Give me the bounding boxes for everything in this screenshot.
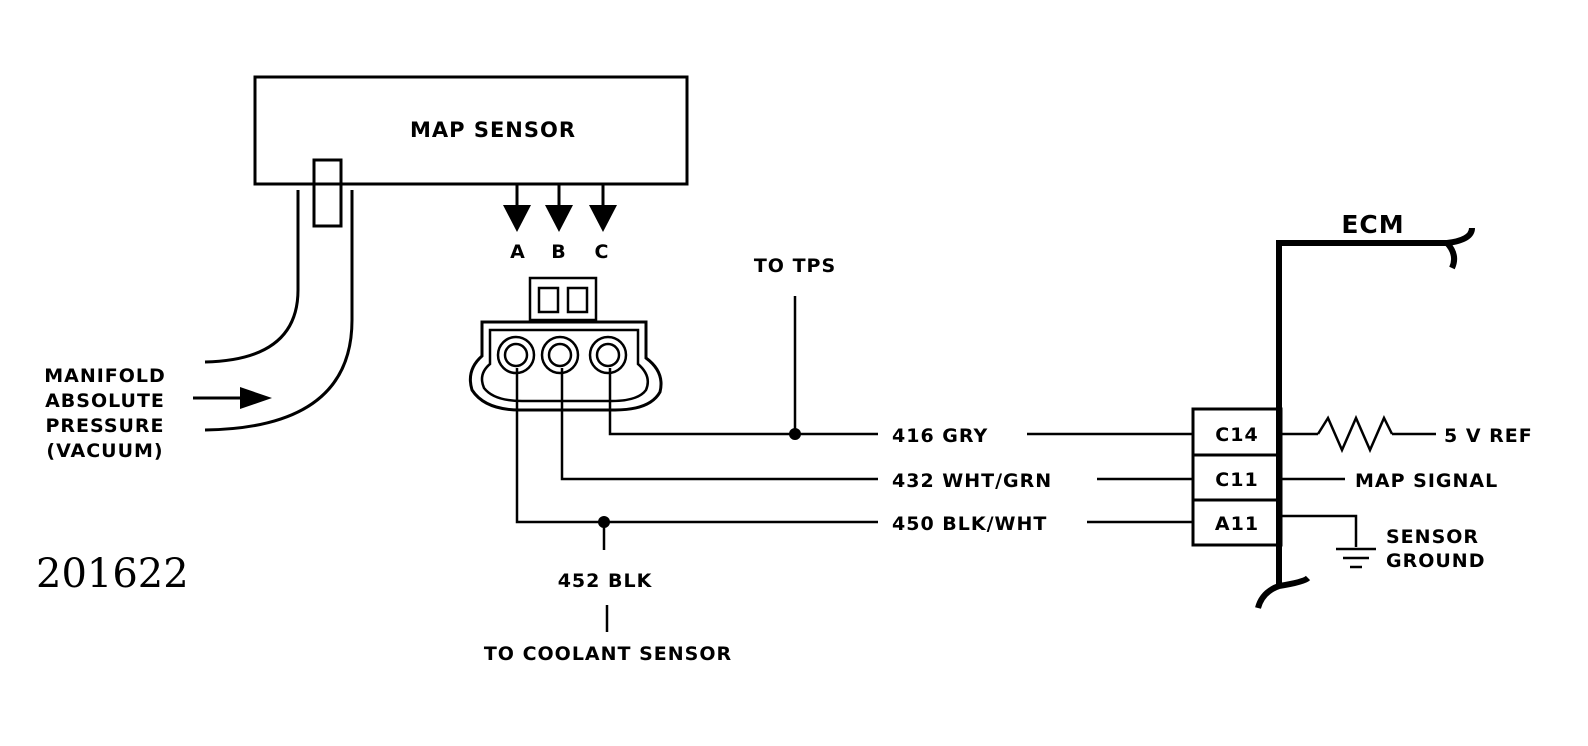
ground-wire-label: 452 BLK: [558, 570, 653, 592]
vacuum-port: [312, 158, 343, 228]
pin-arrow-c-icon: [589, 184, 617, 232]
pin-arrow-b-icon: [545, 184, 573, 232]
pin-arrow-a-icon: [503, 184, 531, 232]
tps-label: TO TPS: [754, 255, 836, 277]
vacuum-hose-outer: [204, 190, 354, 432]
ecm-title: ECM: [1341, 210, 1404, 239]
figure-number: 201622: [36, 551, 189, 597]
function-map-signal: MAP SIGNAL: [1355, 470, 1498, 492]
terminal-a11: A11: [1215, 513, 1259, 535]
inlet-label-3: PRESSURE: [45, 415, 164, 437]
wire-label-416: 416 GRY: [892, 425, 988, 447]
pin-label-c: C: [595, 241, 610, 263]
wire-416-path: [608, 368, 878, 436]
map-sensor-box: [253, 75, 689, 186]
ecm-boundary: [1276, 240, 1447, 586]
vacuum-hose: [204, 190, 300, 364]
inlet-label-2: ABSOLUTE: [45, 390, 165, 412]
resistor-icon: [1316, 414, 1394, 454]
pin-label-b: B: [551, 241, 566, 263]
ecm-break-bottom-icon: [1255, 575, 1311, 609]
wire-432-path: [560, 368, 878, 481]
wire-450-path: [515, 368, 878, 524]
map-sensor-title: MAP SENSOR: [410, 118, 576, 142]
connector-body-icon: [468, 320, 663, 412]
coolant-label: TO COOLANT SENSOR: [484, 643, 732, 665]
ecm-break-top-icon: [1444, 227, 1475, 270]
pin-label-a: A: [510, 241, 526, 263]
function-sensor-ground-2: GROUND: [1386, 550, 1485, 572]
wire-label-432: 432 WHT/GRN: [892, 470, 1052, 492]
terminal-c11: C11: [1215, 469, 1258, 491]
tps-splice: [789, 428, 801, 440]
inlet-label-4: (VACUUM): [46, 440, 163, 462]
inlet-label-1: MANIFOLD: [44, 365, 166, 387]
ground-splice: [598, 516, 610, 528]
inlet-arrow-icon: [193, 387, 272, 409]
function-5vref: 5 V REF: [1444, 425, 1533, 447]
terminal-c14: C14: [1215, 424, 1258, 446]
connector-latch-icon: [528, 276, 598, 322]
function-sensor-ground-1: SENSOR: [1386, 526, 1479, 548]
ground-symbol-icon: [1336, 547, 1376, 569]
wire-label-450: 450 BLK/WHT: [892, 513, 1047, 535]
